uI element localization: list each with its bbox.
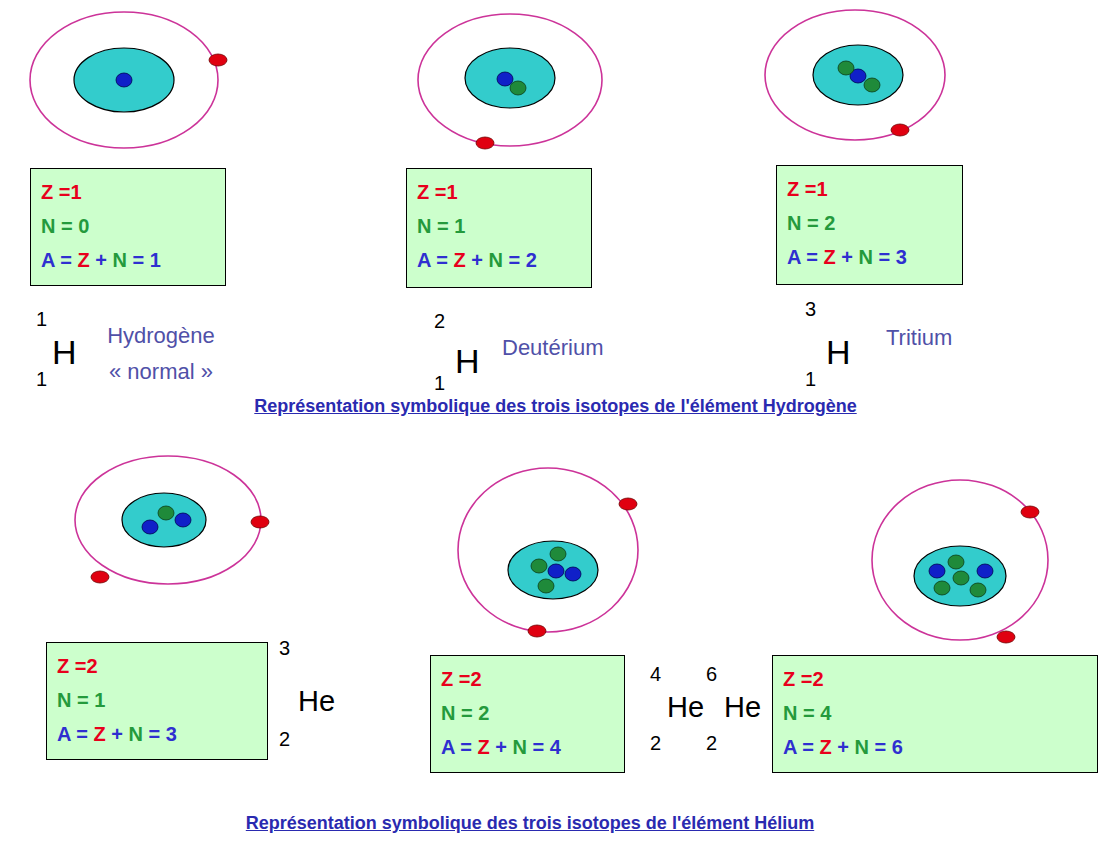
- proton-count: Z =2: [441, 662, 482, 696]
- proton: [175, 513, 191, 527]
- proton: [116, 73, 132, 87]
- proton: [977, 564, 993, 578]
- proton-count: Z =1: [787, 172, 828, 206]
- neutron: [538, 579, 554, 593]
- nuclide-index: 3: [279, 637, 290, 659]
- mass-number: A = Z + N = 3: [57, 717, 177, 751]
- isotope-info-box: Z =1N = 0A = Z + N = 1: [30, 168, 226, 286]
- nuclide-index: 1: [36, 308, 47, 330]
- isotope-info-box: Z =1N = 2A = Z + N = 3: [776, 165, 963, 285]
- proton: [497, 72, 513, 86]
- neutron-count: N = 1: [417, 209, 465, 243]
- mass-number: A = Z + N = 4: [441, 730, 561, 764]
- neutron: [531, 559, 547, 573]
- electron: [997, 631, 1015, 643]
- proton-count: Z =2: [783, 662, 824, 696]
- neutron: [934, 581, 950, 595]
- neutron-count: N = 4: [783, 696, 831, 730]
- neutron: [948, 555, 964, 569]
- element-symbol: He: [667, 692, 704, 724]
- nucleus: [465, 48, 555, 108]
- proton: [565, 567, 581, 581]
- neutron: [158, 506, 174, 520]
- mass-number: A = Z + N = 1: [41, 243, 161, 277]
- proton: [929, 564, 945, 578]
- proton-count: Z =1: [417, 175, 458, 209]
- neutron: [864, 78, 880, 92]
- neutron-count: N = 1: [57, 683, 105, 717]
- electron: [251, 516, 269, 528]
- nuclide-index: 3: [805, 298, 816, 320]
- electron-orbit: [458, 468, 638, 632]
- nucleus: [813, 45, 903, 105]
- nuclide-index: 2: [434, 310, 445, 332]
- nuclide-index: 6: [706, 663, 717, 685]
- nucleus: [122, 493, 206, 547]
- electron: [209, 54, 227, 66]
- electron-orbit: [765, 10, 945, 140]
- electron-orbit: [872, 480, 1048, 640]
- electron-orbit: [30, 12, 218, 148]
- neutron: [838, 61, 854, 75]
- nuclide-index: 1: [434, 372, 445, 394]
- isotope-info-box: Z =2N = 4A = Z + N = 6: [772, 655, 1098, 773]
- isotope-info-box: Z =2N = 2A = Z + N = 4: [430, 655, 625, 773]
- section-caption: Représentation symbolique des trois isot…: [0, 814, 1060, 834]
- electron-orbit: [75, 456, 261, 584]
- electron: [619, 498, 637, 510]
- nuclide-index: 2: [650, 732, 661, 754]
- element-symbol: H: [52, 334, 77, 371]
- element-symbol: He: [724, 692, 761, 724]
- isotope-info-box: Z =2N = 1A = Z + N = 3: [46, 642, 268, 760]
- element-symbol: H: [455, 343, 480, 380]
- neutron: [970, 583, 986, 597]
- nuclide-index: 2: [279, 728, 290, 750]
- nuclide-index: 4: [650, 663, 661, 685]
- element-symbol: H: [826, 334, 851, 371]
- nuclide-index: 2: [706, 732, 717, 754]
- element-symbol: He: [298, 686, 335, 718]
- electron: [476, 137, 494, 149]
- mass-number: A = Z + N = 3: [787, 240, 907, 274]
- neutron: [953, 571, 969, 585]
- nucleus: [508, 541, 598, 599]
- proton: [142, 520, 158, 534]
- electron: [528, 625, 546, 637]
- neutron-count: N = 2: [787, 206, 835, 240]
- nuclide-index: 1: [805, 368, 816, 390]
- isotope-info-box: Z =1N = 1A = Z + N = 2: [406, 168, 592, 288]
- proton-count: Z =2: [57, 649, 98, 683]
- isotope-name: Hydrogène « normal »: [102, 318, 220, 390]
- mass-number: A = Z + N = 2: [417, 243, 537, 277]
- proton-count: Z =1: [41, 175, 82, 209]
- section-caption: Représentation symbolique des trois isot…: [0, 397, 1111, 417]
- mass-number: A = Z + N = 6: [783, 730, 903, 764]
- nucleus: [74, 48, 174, 112]
- nuclide-index: 1: [36, 368, 47, 390]
- electron: [91, 571, 109, 583]
- isotope-name: Tritium: [886, 320, 952, 356]
- nucleus: [914, 546, 1006, 606]
- electron: [891, 124, 909, 136]
- neutron-count: N = 0: [41, 209, 89, 243]
- isotope-name: Deutérium: [502, 330, 603, 366]
- proton: [548, 564, 564, 578]
- neutron: [510, 81, 526, 95]
- electron: [1021, 506, 1039, 518]
- neutron-count: N = 2: [441, 696, 489, 730]
- electron-orbit: [418, 14, 602, 146]
- neutron: [550, 547, 566, 561]
